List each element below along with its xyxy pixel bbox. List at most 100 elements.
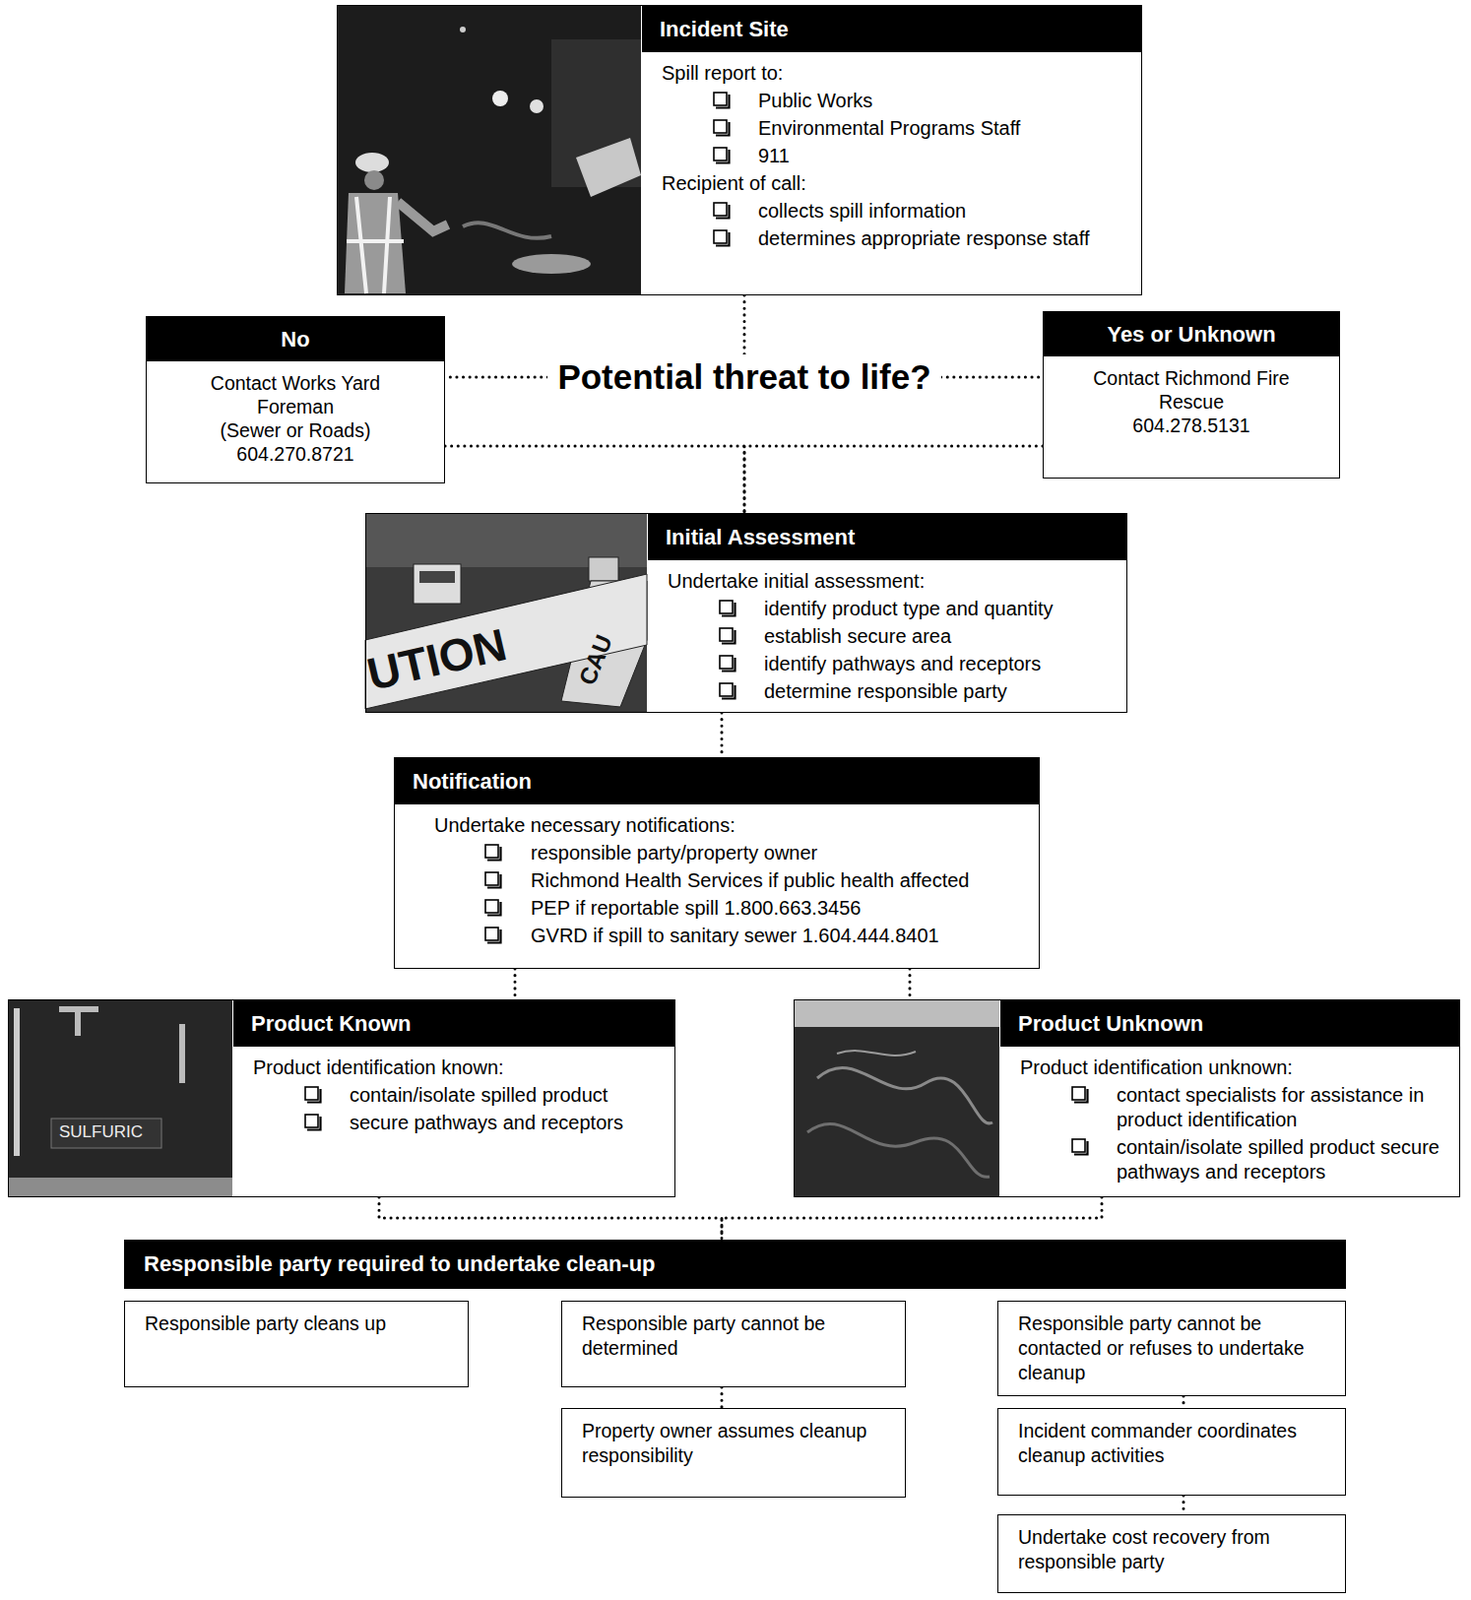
photo-ground: [793, 999, 1000, 1198]
checkbox-shadow: [715, 94, 730, 109]
photo-light: [459, 26, 466, 33]
checklist-item: identify product type and quantity: [764, 596, 1119, 622]
checkbox-square: [719, 683, 733, 697]
text-row: 604.270.8721: [154, 442, 437, 466]
photo-hose: [462, 222, 552, 239]
decision-question: Potential threat to life?: [547, 354, 941, 400]
photo-head: [364, 170, 384, 191]
checklist-item: establish secure area: [764, 624, 1119, 649]
checkbox-square: [713, 230, 727, 244]
checklist-item: PEP if reportable spill 1.800.663.3456: [530, 895, 1031, 921]
step-panel: Product UnknownProduct identification un…: [793, 999, 1461, 1198]
body-text: Spill report to:: [661, 61, 1134, 86]
text-row: establish secure area: [647, 624, 1119, 649]
photo-placard-band: [419, 571, 455, 583]
checkbox-square: [719, 600, 733, 614]
checklist-item: secure pathways and receptors: [349, 1110, 667, 1136]
checkbox-symbol: [484, 898, 503, 917]
checkbox-square: [485, 927, 499, 941]
text-row: determines appropriate response staff: [641, 226, 1134, 252]
checklist-item: Environmental Programs Staff: [758, 116, 1134, 141]
dotted-connector: [744, 446, 1043, 513]
incident-photo: [336, 4, 641, 296]
text-row: Undertake necessary notifications:: [394, 813, 1031, 838]
checklist-item: Richmond Health Services if public healt…: [530, 868, 1031, 894]
photo-arm: [397, 201, 448, 232]
box-text: Property owner assumes cleanup responsib…: [581, 1418, 892, 1469]
checkbox-shadow: [487, 846, 502, 861]
step-panel: NotificationUndertake necessary notifica…: [393, 757, 1040, 969]
checklist-item: contact specialists for assistance in pr…: [1116, 1083, 1452, 1133]
heading-text: Yes or Unknown: [1043, 312, 1340, 357]
checkbox-shadow: [307, 1116, 321, 1131]
checkbox-shadow: [487, 901, 502, 916]
checklist-item: GVRD if spill to sanitary sewer 1.604.44…: [530, 923, 1031, 949]
photo-sign: [575, 137, 641, 197]
heading-text: Notification: [394, 758, 1039, 805]
photo-hardhat: [355, 152, 389, 173]
process-box: Responsible party cannot be contacted or…: [997, 1300, 1346, 1397]
photo-ground: [336, 4, 641, 296]
dotted-connector: [445, 376, 548, 380]
photo-vest-stripe: [346, 196, 404, 294]
photo-lettering: CAU: [573, 631, 618, 690]
checkbox-symbol: [718, 654, 737, 673]
checklist-item: identify pathways and receptors: [764, 651, 1119, 677]
step-panel: Product KnownProduct identification know…: [7, 999, 676, 1198]
dotted-connector: [721, 1197, 1102, 1240]
panel-body: Product identification unknown:contact s…: [1000, 1046, 1460, 1197]
checkbox-square: [1072, 1087, 1086, 1100]
heading-band: Responsible party required to undertake …: [124, 1239, 1346, 1289]
body-text: Undertake initial assessment:: [667, 569, 1119, 594]
checkbox-shadow: [487, 929, 502, 944]
assessment-photo: [365, 512, 647, 712]
branch-box: Yes or UnknownContact Richmond Fire Resc…: [1042, 311, 1341, 479]
text-row: Recipient of call:: [641, 171, 1134, 196]
text-row: determine responsible party: [647, 679, 1119, 704]
body-text: Recipient of call:: [661, 171, 1134, 196]
box-text: Undertake cost recovery from responsible…: [1018, 1525, 1332, 1575]
dotted-connector: [908, 968, 912, 1000]
panel-body: Spill report to:Public WorksEnvironmenta…: [641, 52, 1142, 295]
checkbox-square: [485, 872, 499, 886]
checkbox-symbol: [718, 599, 737, 618]
photo-placard: [413, 564, 461, 604]
dotted-connector: [941, 376, 1043, 380]
photo-surface: [793, 999, 1000, 1027]
checkbox-square: [713, 202, 727, 216]
checkbox-shadow: [487, 874, 502, 889]
checkbox-symbol: [712, 119, 731, 137]
heading-text: Product Known: [233, 1000, 675, 1047]
photo-placard: [588, 557, 619, 581]
checkbox-square: [713, 120, 727, 133]
checklist-item: determines appropriate response staff: [758, 226, 1134, 252]
checkbox-square: [713, 147, 727, 161]
text-row: identify product type and quantity: [647, 596, 1119, 622]
dotted-connector: [1182, 1495, 1186, 1515]
text-row: secure pathways and receptors: [233, 1110, 667, 1136]
checkbox-shadow: [715, 149, 730, 164]
checkbox-symbol: [718, 627, 737, 645]
photo-frame: [13, 1008, 20, 1156]
checkbox-shadow: [1074, 1141, 1088, 1155]
branch-box: NoContact Works Yard Foreman(Sewer or Ro…: [145, 316, 446, 484]
text-row: Contact Richmond Fire Rescue: [1051, 366, 1332, 414]
checkbox-square: [719, 628, 733, 641]
unknown-photo: [793, 999, 1000, 1198]
panel-body: Undertake necessary notifications:respon…: [394, 804, 1039, 968]
text-row: 911: [641, 143, 1134, 169]
process-box: Responsible party cleans up: [124, 1300, 469, 1388]
checkbox-square: [305, 1087, 319, 1100]
checkbox-shadow: [307, 1088, 321, 1103]
photo-lettering: SULFURIC: [59, 1122, 143, 1143]
process-box: Undertake cost recovery from responsible…: [997, 1514, 1346, 1594]
photo-reflection: [511, 254, 591, 274]
photo-ground: [365, 512, 647, 712]
checkbox-shadow: [721, 602, 736, 617]
text-row: Environmental Programs Staff: [641, 116, 1134, 141]
text-row: contain/isolate spilled product: [233, 1083, 667, 1108]
known-photo: [7, 999, 233, 1198]
heading-text: Product Unknown: [1000, 1000, 1460, 1047]
